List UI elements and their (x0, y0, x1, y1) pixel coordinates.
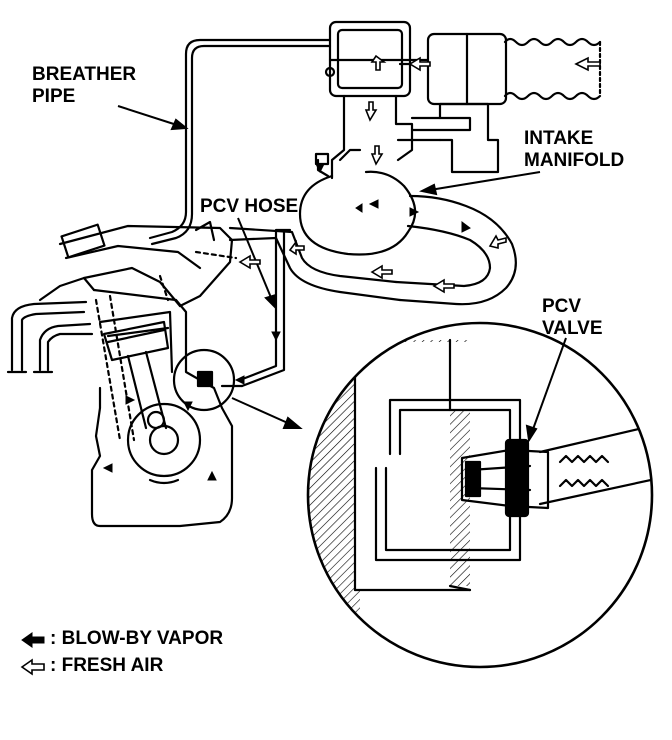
intake-manifold-label-line2: MANIFOLD (524, 150, 625, 171)
air-intake-assembly (314, 20, 602, 180)
breather-pipe-label-line2: PIPE (32, 86, 76, 107)
legend-fresh-air: : FRESH AIR (50, 655, 164, 676)
pcv-valve-label-line2: VALVE (542, 318, 603, 339)
intake-manifold-label-line1: INTAKE (524, 128, 594, 149)
breather-pipe (148, 38, 332, 246)
breather-pipe-label-line1: BREATHER (32, 64, 137, 85)
fresh-air-arrows (238, 54, 601, 294)
engine-block (6, 220, 238, 528)
blow-by-vapor-arrow-icon (21, 632, 45, 648)
pcv-valve-locator-circle (172, 348, 236, 412)
blow-by-arrows (102, 163, 471, 481)
legend-blow-by-vapor: : BLOW-BY VAPOR (50, 628, 224, 649)
leader-lines (117, 105, 567, 443)
pcv-valve-detail (306, 321, 654, 669)
legend-glyphs (20, 632, 45, 676)
pcv-valve-label-line1: PCV (542, 296, 582, 317)
pcv-valve-small (196, 370, 214, 388)
pcv-hose-label: PCV HOSE (200, 196, 299, 217)
fresh-air-arrow-icon (20, 658, 45, 676)
intake-plenum (298, 170, 517, 306)
